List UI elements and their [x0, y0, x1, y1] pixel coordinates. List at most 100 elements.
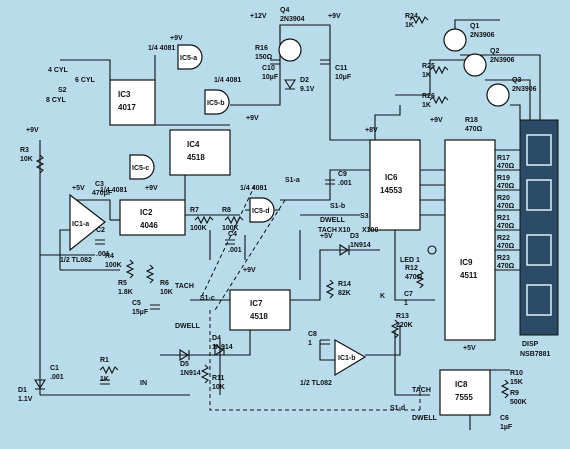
r1-value: 1K: [100, 376, 109, 383]
r26-name: R26: [422, 93, 435, 100]
s1b-label: S1-b: [330, 203, 345, 210]
r11-value: 10K: [212, 384, 225, 391]
ic5b-gate: IC5-b 1/4 4081: [204, 77, 241, 115]
r18-name: R18: [465, 117, 478, 124]
d3-name: D3: [350, 233, 359, 240]
r3-value: 10K: [20, 156, 33, 163]
r16-value: 150Ω: [255, 54, 273, 61]
r11-name: R11: [212, 375, 225, 382]
ic3-part: 4017: [118, 103, 136, 112]
r22-value: 470Ω: [497, 243, 515, 250]
q1-part: 2N3906: [470, 32, 495, 39]
q3-name: Q3: [512, 77, 521, 84]
k-label: K: [380, 293, 385, 300]
d2-value: 9.1V: [300, 86, 315, 93]
ic5d-label: IC5-d: [252, 208, 270, 215]
supply-9v-left: +9V: [26, 127, 39, 134]
s3-label: S3: [360, 213, 369, 220]
supply-9v-ic2: +9V: [145, 185, 158, 192]
ic3-block: IC3 4017: [109, 79, 156, 126]
ic4-part: 4518: [187, 153, 205, 162]
c7-name: C7: [404, 291, 413, 298]
supply-5v-ic8: +5V: [463, 345, 476, 352]
ic2-part: 4046: [140, 221, 158, 230]
d4-value: 1N914: [212, 344, 233, 351]
r13-value: 220K: [396, 322, 413, 329]
c3-value: 470pF: [92, 190, 113, 197]
ic6-name: IC6: [385, 173, 398, 182]
led1-label: LED 1: [400, 257, 420, 264]
x10-label: X10: [338, 227, 351, 234]
resistor-symbols: [35, 15, 510, 399]
ic9-name: IC9: [460, 258, 473, 267]
supply-5v-ic1: +5V: [72, 185, 85, 192]
ic1a-opamp: IC1-a 1/2 TL082: [60, 193, 106, 264]
gate-4081-label-c: 1/4 4081: [100, 187, 127, 194]
display-label: DISP: [522, 341, 539, 348]
r1-name: R1: [100, 357, 109, 364]
r19-value: 470Ω: [497, 183, 515, 190]
diode-symbols: [34, 79, 437, 390]
r3-name: R3: [20, 147, 29, 154]
supply-12v: +12V: [250, 13, 267, 20]
c2-name: C2: [96, 227, 105, 234]
d2-name: D2: [300, 77, 309, 84]
gate-4081-label-b: 1/4 4081: [214, 77, 241, 84]
c8-value: 1: [308, 340, 312, 347]
c4-name: C4: [228, 231, 237, 238]
dwell-label-a: DWELL: [320, 217, 346, 224]
supply-9v-ic7: +9V: [243, 267, 256, 274]
r18-value: 470Ω: [465, 126, 483, 133]
c10-value: 10µF: [262, 74, 279, 81]
tach-label-c: TACH: [412, 387, 431, 394]
s1d-label: S1-d: [390, 405, 405, 412]
x100-label: X100: [362, 227, 378, 234]
ic1a-part: 1/2 TL082: [60, 257, 92, 264]
capacitor-symbols: [95, 59, 335, 385]
supply-5v-r14: +5V: [320, 233, 333, 240]
ic1a-name: IC1-a: [72, 221, 89, 228]
r4-value: 100K: [105, 262, 122, 269]
q1-name: Q1: [470, 23, 479, 30]
c5-value: 15µF: [132, 309, 149, 316]
r12-value: 470Ω: [405, 274, 423, 281]
supply-9v-ic5: +9V: [170, 35, 183, 42]
ic3-name: IC3: [118, 90, 131, 99]
ic2-block: IC2 4046: [119, 199, 186, 236]
ic1b-opamp: IC1-b 1/2 TL082: [300, 338, 367, 387]
r10-name: R10: [510, 370, 523, 377]
r20-value: 470Ω: [497, 203, 515, 210]
c1-name: C1: [50, 365, 59, 372]
q4-part: 2N3904: [280, 16, 305, 23]
c8-name: C8: [308, 331, 317, 338]
supply-9v-top: +9V: [328, 13, 341, 20]
r8-name: R8: [222, 207, 231, 214]
supply-8v: +8V: [365, 127, 378, 134]
d4-name: D4: [212, 335, 221, 342]
r6-value: 10K: [160, 289, 173, 296]
ic7-part: 4518: [250, 312, 268, 321]
r23-value: 470Ω: [497, 263, 515, 270]
dwell-label-b: DWELL: [175, 323, 201, 330]
r17-value: 470Ω: [497, 163, 515, 170]
ic8-block: IC8 7555: [439, 369, 491, 416]
c11-name: C11: [335, 65, 348, 72]
r17-name: R17: [497, 155, 510, 162]
r10-value: 15K: [510, 379, 523, 386]
display-block: DISP NSB7881: [519, 119, 559, 358]
ic7-name: IC7: [250, 299, 263, 308]
c10-name: C10: [262, 65, 275, 72]
ic9-block: IC9 4511: [444, 139, 496, 341]
r9-value: 500K: [510, 399, 527, 406]
ic9-part: 4511: [460, 271, 478, 280]
supply-9v-ic9: +9V: [430, 117, 443, 124]
supply-9v-ic4: +9V: [246, 115, 259, 122]
ic4-block: IC4 4518: [169, 129, 231, 176]
ic4-name: IC4: [187, 140, 200, 149]
r9-name: R9: [510, 390, 519, 397]
labels: 4 CYL 6 CYL 8 CYL S2 +12V +9V +9V +9V +5…: [18, 13, 527, 431]
d1-name: D1: [18, 387, 27, 394]
c7-value: 1: [404, 300, 408, 307]
display-part: NSB7881: [520, 351, 550, 358]
